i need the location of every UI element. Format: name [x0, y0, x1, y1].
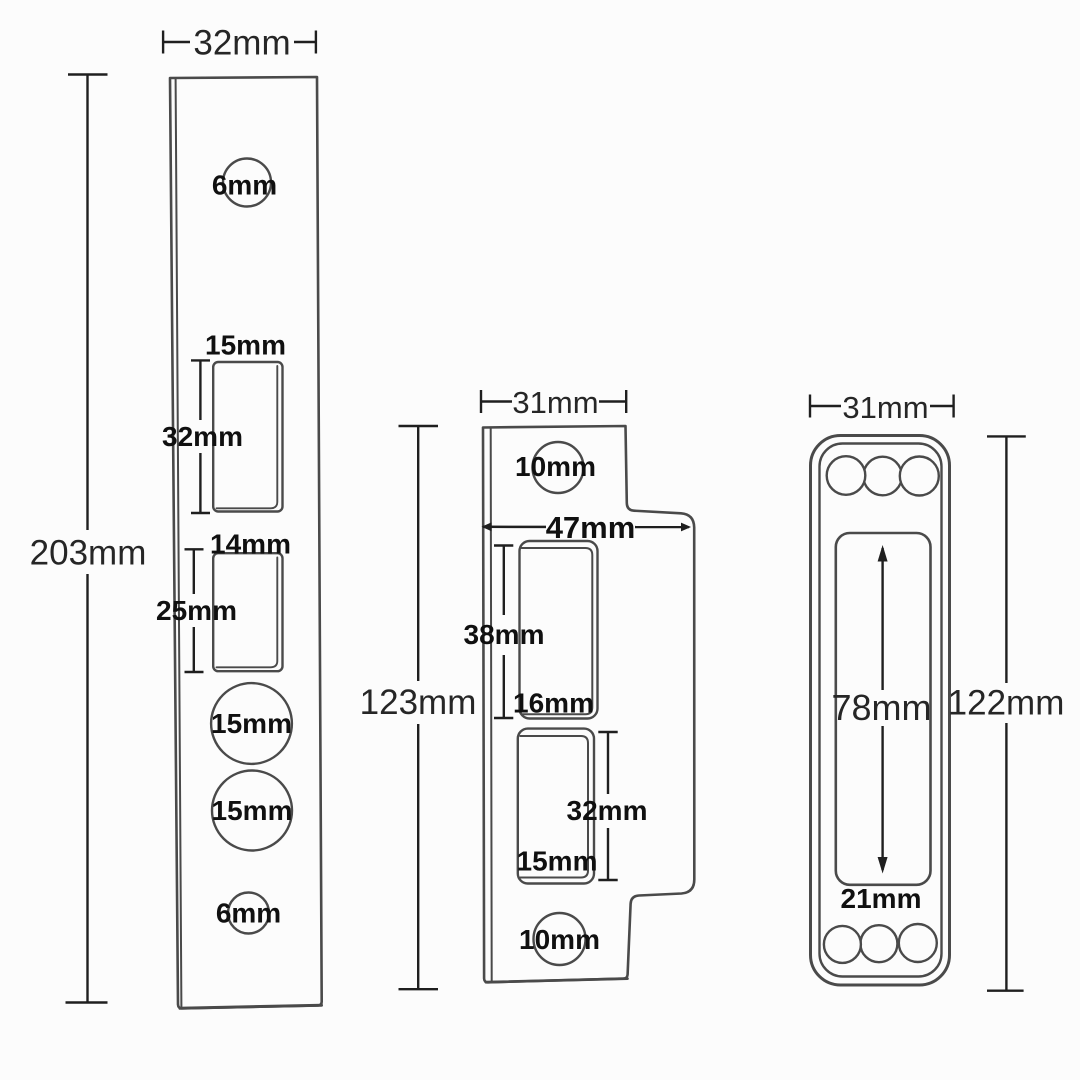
svg-text:15mm: 15mm	[212, 795, 293, 826]
svg-text:123mm: 123mm	[360, 683, 477, 722]
svg-text:47mm: 47mm	[546, 510, 636, 545]
svg-text:6mm: 6mm	[212, 170, 277, 201]
svg-text:203mm: 203mm	[30, 534, 147, 573]
svg-text:10mm: 10mm	[515, 451, 596, 482]
svg-text:32mm: 32mm	[193, 24, 290, 63]
svg-text:10mm: 10mm	[519, 924, 600, 955]
svg-text:32mm: 32mm	[162, 421, 243, 452]
svg-text:6mm: 6mm	[216, 898, 281, 929]
svg-text:15mm: 15mm	[517, 846, 598, 877]
svg-text:15mm: 15mm	[205, 330, 286, 361]
svg-text:32mm: 32mm	[567, 795, 648, 826]
svg-text:31mm: 31mm	[512, 385, 598, 420]
svg-text:15mm: 15mm	[211, 708, 292, 739]
svg-text:122mm: 122mm	[948, 684, 1065, 723]
svg-text:25mm: 25mm	[156, 595, 237, 626]
svg-text:21mm: 21mm	[841, 883, 922, 914]
svg-text:38mm: 38mm	[464, 619, 545, 650]
svg-text:31mm: 31mm	[842, 390, 928, 425]
svg-text:14mm: 14mm	[210, 529, 291, 560]
svg-text:16mm: 16mm	[513, 688, 594, 719]
svg-text:78mm: 78mm	[831, 687, 931, 728]
